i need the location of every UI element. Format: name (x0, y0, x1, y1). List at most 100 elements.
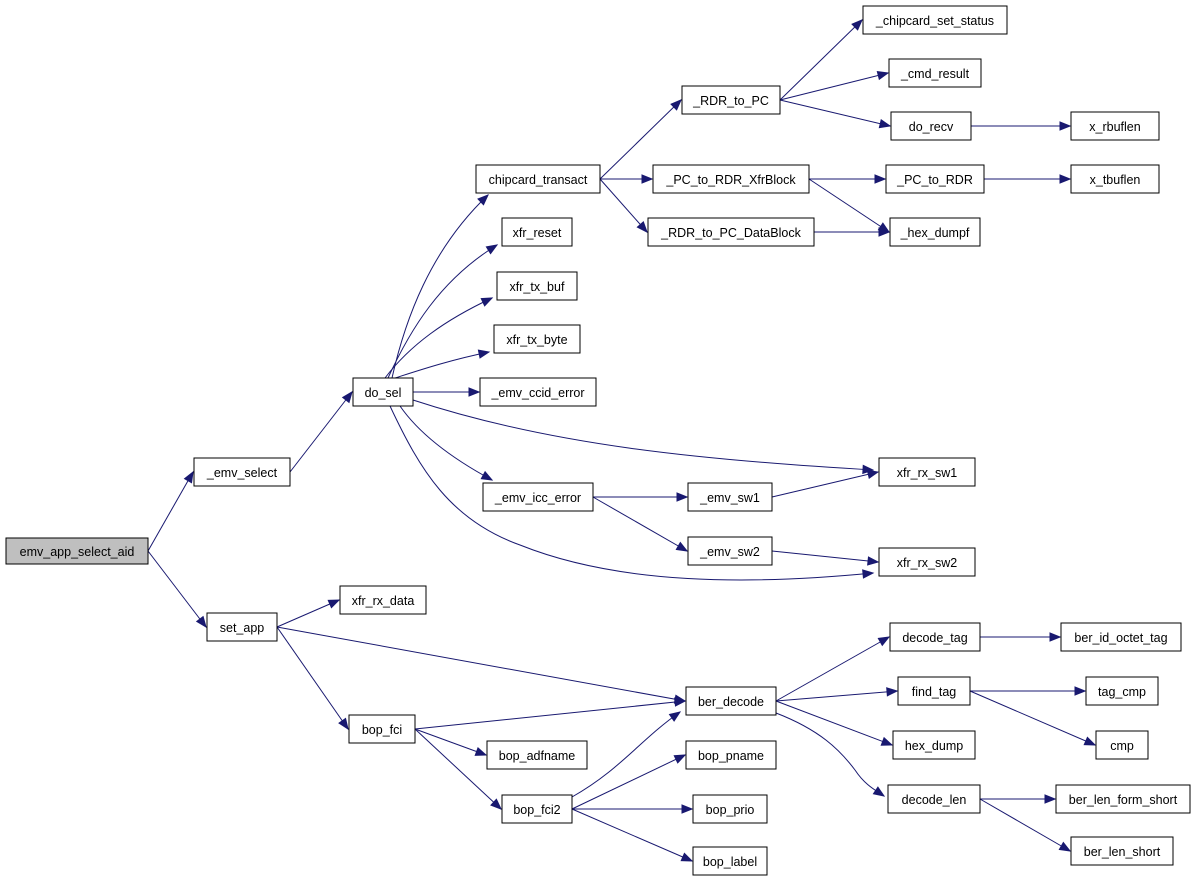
node-box[interactable] (652, 164, 810, 194)
node-label: emv_app_select_aid (20, 545, 135, 559)
node-box[interactable] (1055, 784, 1191, 814)
node-box[interactable] (681, 85, 781, 115)
node-decode_tag[interactable]: decode_tag (889, 622, 981, 652)
node-box[interactable] (5, 537, 149, 565)
node-bop_fci2[interactable]: bop_fci2 (501, 794, 573, 824)
node-box[interactable] (339, 585, 427, 615)
node-box[interactable] (889, 217, 981, 247)
node-xfr_reset[interactable]: xfr_reset (501, 217, 573, 247)
node-_cmd_result[interactable]: _cmd_result (888, 58, 982, 88)
node-chipcard_transact[interactable]: chipcard_transact (475, 164, 601, 194)
node-box[interactable] (685, 740, 777, 770)
node-box[interactable] (501, 217, 573, 247)
node-bop_fci[interactable]: bop_fci (348, 714, 416, 744)
node-xfr_tx_byte[interactable]: xfr_tx_byte (493, 324, 581, 354)
node-_PC_to_RDR[interactable]: _PC_to_RDR (885, 164, 985, 194)
node-box[interactable] (493, 324, 581, 354)
arrowhead-_RDR_to_PC_DataBlock-to-_hex_dumpf (878, 227, 891, 237)
node-box[interactable] (692, 846, 768, 876)
node-box[interactable] (1095, 730, 1149, 760)
node-box[interactable] (1060, 622, 1182, 652)
node-label: do_sel (365, 386, 402, 400)
node-ber_len_short[interactable]: ber_len_short (1070, 836, 1174, 866)
node-box[interactable] (897, 676, 971, 706)
node-box[interactable] (1070, 111, 1160, 141)
node-label: bop_label (703, 855, 757, 869)
node-xfr_rx_data[interactable]: xfr_rx_data (339, 585, 427, 615)
node-box[interactable] (889, 622, 981, 652)
node-box[interactable] (692, 794, 768, 824)
edge-_emv_select-to-do_sel (289, 391, 353, 473)
node-box[interactable] (687, 482, 773, 512)
node-find_tag[interactable]: find_tag (897, 676, 971, 706)
node-_RDR_to_PC[interactable]: _RDR_to_PC (681, 85, 781, 115)
node-bop_label[interactable]: bop_label (692, 846, 768, 876)
node-x_tbuflen[interactable]: x_tbuflen (1070, 164, 1160, 194)
node-box[interactable] (482, 482, 594, 512)
node-box[interactable] (878, 457, 976, 487)
node-bop_adfname[interactable]: bop_adfname (486, 740, 588, 770)
node-bop_prio[interactable]: bop_prio (692, 794, 768, 824)
node-box[interactable] (501, 794, 573, 824)
node-tag_cmp[interactable]: tag_cmp (1085, 676, 1159, 706)
node-emv_app_select_aid[interactable]: emv_app_select_aid (5, 537, 149, 565)
node-do_recv[interactable]: do_recv (890, 111, 972, 141)
function-nodes: emv_app_select_aid _emv_select set_app do_s… (5, 5, 1191, 876)
node-_emv_sw1[interactable]: _emv_sw1 (687, 482, 773, 512)
node-box[interactable] (887, 784, 981, 814)
node-box[interactable] (685, 686, 777, 716)
node-set_app[interactable]: set_app (206, 612, 278, 642)
node-box[interactable] (352, 377, 414, 407)
node-hex_dump[interactable]: hex_dump (892, 730, 976, 760)
node-xfr_rx_sw1[interactable]: xfr_rx_sw1 (878, 457, 976, 487)
node-box[interactable] (687, 536, 773, 566)
edge-do_sel-to-_emv_icc_error (399, 405, 493, 481)
node-ber_decode[interactable]: ber_decode (685, 686, 777, 716)
node-box[interactable] (878, 547, 976, 577)
node-bop_pname[interactable]: bop_pname (685, 740, 777, 770)
node-xfr_rx_sw2[interactable]: xfr_rx_sw2 (878, 547, 976, 577)
node-box[interactable] (496, 271, 578, 301)
node-box[interactable] (888, 58, 982, 88)
node-box[interactable] (479, 377, 597, 407)
node-_emv_icc_error[interactable]: _emv_icc_error (482, 482, 594, 512)
node-label: xfr_reset (513, 226, 562, 240)
node-box[interactable] (1070, 836, 1174, 866)
node-box[interactable] (647, 217, 815, 247)
edge-do_sel-to-xfr_rx_sw1 (412, 399, 874, 471)
node-cmp[interactable]: cmp (1095, 730, 1149, 760)
node-box[interactable] (1070, 164, 1160, 194)
node-_emv_select[interactable]: _emv_select (193, 457, 291, 487)
node-ber_len_form_short[interactable]: ber_len_form_short (1055, 784, 1191, 814)
node-label: x_tbuflen (1090, 173, 1141, 187)
node-_PC_to_RDR_XfrBlock[interactable]: _PC_to_RDR_XfrBlock (652, 164, 810, 194)
edge-do_sel-to-chipcard_transact (391, 194, 489, 379)
arrowhead-do_sel-to-_emv_icc_error (480, 470, 494, 481)
node-x_rbuflen[interactable]: x_rbuflen (1070, 111, 1160, 141)
arrowhead-decode_len-to-ber_len_short (1058, 841, 1072, 852)
node-box[interactable] (486, 740, 588, 770)
edge-set_app-to-bop_fci (276, 626, 349, 730)
node-_RDR_to_PC_DataBlock[interactable]: _RDR_to_PC_DataBlock (647, 217, 815, 247)
node-box[interactable] (1085, 676, 1159, 706)
node-box[interactable] (193, 457, 291, 487)
node-box[interactable] (862, 5, 1008, 35)
node-label: _emv_icc_error (494, 491, 581, 505)
node-_hex_dumpf[interactable]: _hex_dumpf (889, 217, 981, 247)
node-_emv_sw2[interactable]: _emv_sw2 (687, 536, 773, 566)
node-box[interactable] (890, 111, 972, 141)
node-do_sel[interactable]: do_sel (352, 377, 414, 407)
node-decode_len[interactable]: decode_len (887, 784, 981, 814)
node-label: bop_fci2 (513, 803, 560, 817)
edge-do_sel-to-xfr_reset (387, 244, 498, 379)
node-box[interactable] (206, 612, 278, 642)
node-box[interactable] (885, 164, 985, 194)
node-xfr_tx_buf[interactable]: xfr_tx_buf (496, 271, 578, 301)
node-box[interactable] (475, 164, 601, 194)
node-box[interactable] (348, 714, 416, 744)
node-box[interactable] (892, 730, 976, 760)
node-_chipcard_set_status[interactable]: _chipcard_set_status (862, 5, 1008, 35)
node-ber_id_octet_tag[interactable]: ber_id_octet_tag (1060, 622, 1182, 652)
arrowhead-ber_decode-to-decode_tag (877, 636, 891, 647)
node-_emv_ccid_error[interactable]: _emv_ccid_error (479, 377, 597, 407)
